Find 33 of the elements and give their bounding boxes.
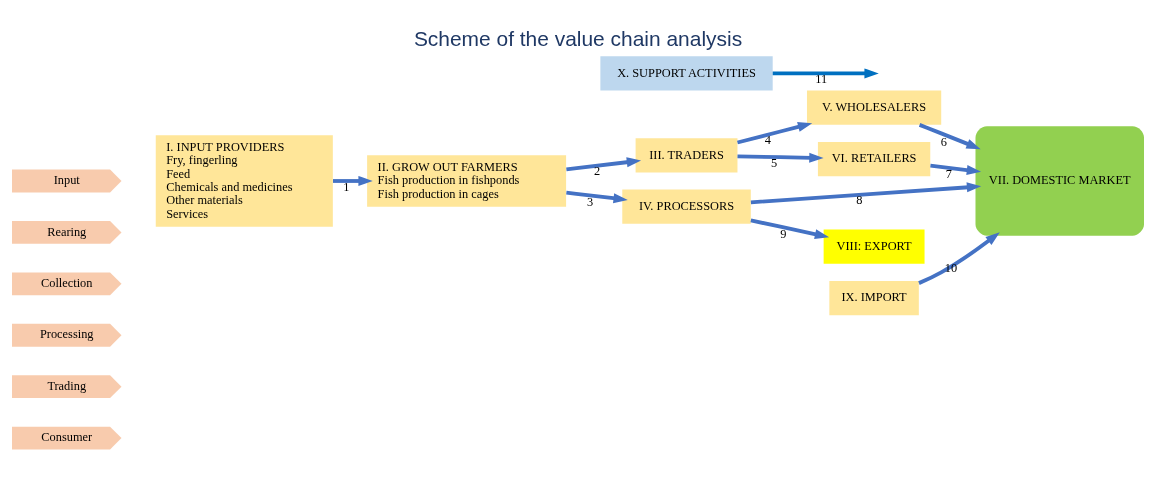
arrow [737, 152, 824, 163]
arrow [918, 122, 981, 149]
arrow [918, 231, 1000, 285]
edge-label: 10 [944, 260, 958, 275]
arrow [566, 156, 642, 171]
arrow [930, 163, 982, 175]
node-box: III. TRADERS [635, 137, 738, 172]
arrow [737, 121, 813, 144]
edge-label: 11 [815, 71, 828, 86]
edge-label: 4 [764, 132, 771, 147]
edge-label: 6 [940, 134, 947, 149]
node-box: V. WHOLESALERS [806, 90, 942, 125]
node-box: X. SUPPORT ACTIVITIES [600, 55, 773, 91]
edge-label: 1 [343, 179, 350, 194]
arrow [566, 190, 628, 203]
edge-label: 8 [856, 192, 863, 207]
arrow [333, 175, 373, 186]
node-box: I. INPUT PROVIDERS Fry, fingerling Feed Chemicals and medicines Other materials Services [155, 134, 333, 227]
diagram-title: Scheme of the value chain analysis [413, 26, 743, 50]
arrow [750, 218, 830, 239]
node-box: VIII: EXPORT [823, 229, 925, 264]
node-box: IX. IMPORT [829, 280, 919, 315]
node-box: VI. RETAILERS [817, 141, 931, 176]
edge-label: 3 [587, 194, 594, 209]
node-box: IV. PROCESSORS [622, 189, 751, 224]
arrow [750, 181, 982, 204]
edge-label: 5 [771, 155, 778, 170]
node-box: VII. DOMESTIC MARKET [975, 125, 1144, 236]
edge-label: 2 [593, 163, 601, 178]
node-box: II. GROW OUT FARMERS Fish production in fishponds Fish production in cages [367, 154, 567, 207]
edge-label: 7 [945, 166, 953, 181]
edge-label: 9 [780, 226, 787, 241]
arrow [772, 67, 879, 78]
